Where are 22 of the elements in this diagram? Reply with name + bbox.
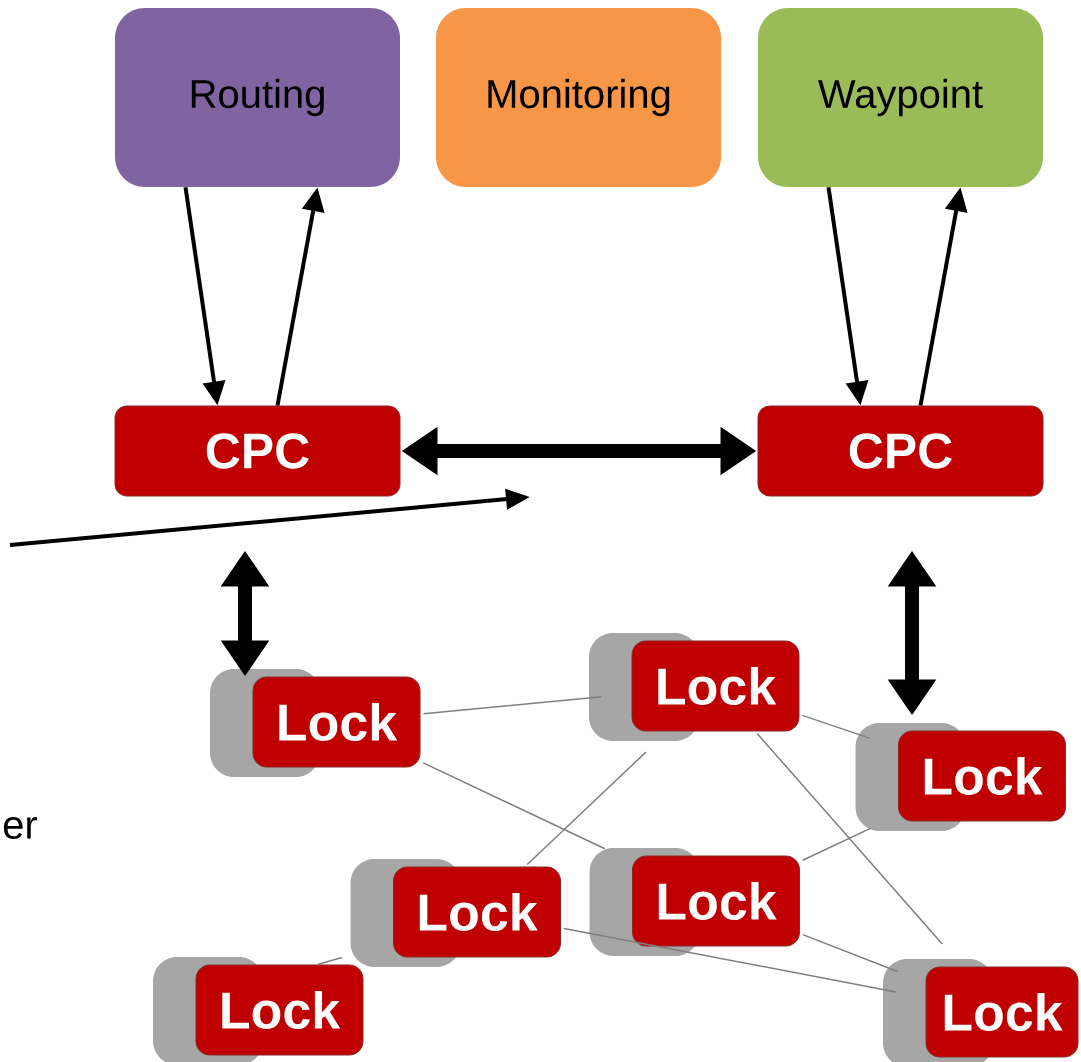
lock-box: Lock [589, 633, 800, 741]
lock-box: Lock [855, 723, 1066, 831]
lock-box: Lock [153, 957, 364, 1062]
lock-box: Lock [589, 848, 800, 956]
lock-box: Lock [350, 859, 561, 967]
module-box: Monitoring [436, 8, 721, 187]
connector-line [802, 933, 899, 973]
connector-line [422, 762, 606, 850]
connector-line [563, 927, 897, 993]
connector-line [801, 827, 872, 861]
connector-line [801, 714, 871, 739]
module-box: Routing [115, 8, 400, 187]
connector-line [422, 696, 603, 715]
lock-box: Lock [210, 669, 421, 777]
cpc-box: CPC [757, 405, 1044, 497]
connector-line [756, 733, 943, 945]
text-label: er [3, 817, 38, 839]
lock-box: Lock [883, 959, 1079, 1062]
connector-line [526, 751, 647, 866]
connector-line [316, 956, 343, 966]
cpc-box: CPC [114, 405, 401, 497]
module-box: Waypoint [758, 8, 1043, 187]
